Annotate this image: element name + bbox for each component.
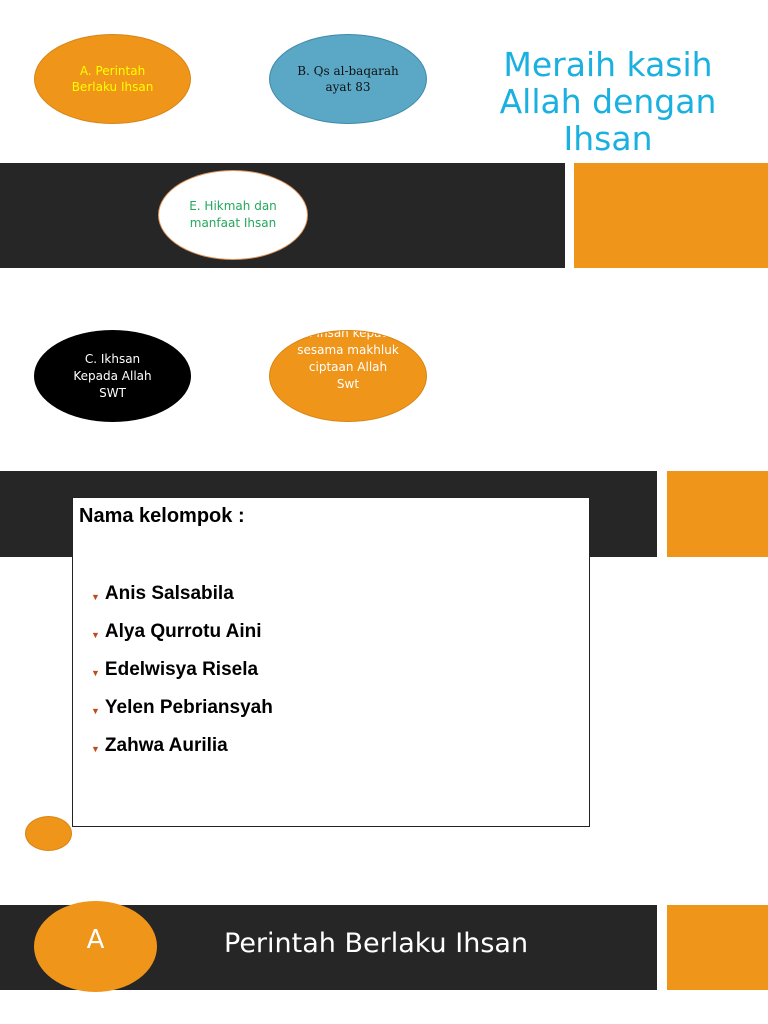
- oval-qs-al-baqarah[interactable]: B. Qs al-baqarah ayat 83: [269, 34, 427, 124]
- section-title: Perintah Berlaku Ihsan: [224, 928, 529, 959]
- small-orange-circle: [25, 816, 72, 851]
- bullet-icon: ▼: [91, 630, 100, 640]
- list-item: ▼ Anis Salsabila: [91, 583, 234, 605]
- bullet-icon: ▼: [91, 668, 100, 678]
- list-item: ▼ Edelwisya Risela: [91, 659, 258, 681]
- member-name: Alya Qurrotu Aini: [104, 621, 262, 642]
- oval-e-label: E. Hikmah dan manfaat Ihsan: [189, 199, 277, 230]
- bullet-icon: ▼: [91, 706, 100, 716]
- member-name: Anis Salsabila: [104, 583, 234, 604]
- slide3-orange-square: [667, 905, 768, 990]
- slide-title: Meraih kasih Allah dengan Ihsan: [499, 45, 717, 158]
- oval-ikhsan-kepada-allah[interactable]: C. Ikhsan Kepada Allah SWT: [34, 330, 191, 422]
- list-item: ▼ Alya Qurrotu Aini: [91, 621, 262, 643]
- list-item: ▼ Zahwa Aurilia: [91, 735, 228, 757]
- group-members-box: Nama kelompok : ▼ Anis Salsabila ▼ Alya …: [72, 497, 590, 827]
- bullet-icon: ▼: [91, 744, 100, 754]
- section-letter-circle: A: [34, 901, 157, 992]
- oval-hikmah-manfaat-ihsan[interactable]: E. Hikmah dan manfaat Ihsan: [158, 170, 308, 260]
- member-name: Edelwisya Risela: [104, 659, 259, 680]
- member-name: Zahwa Aurilia: [104, 735, 228, 756]
- slide1-orange-square: [574, 163, 768, 268]
- oval-c-label: C. Ikhsan Kepada Allah SWT: [73, 351, 152, 400]
- member-name: Yelen Pebriansyah: [104, 697, 273, 718]
- oval-a-label: A. Perintah Berlaku Ihsan: [71, 64, 154, 94]
- section-letter: A: [86, 925, 105, 955]
- oval-perintah-berlaku-ihsan[interactable]: A. Perintah Berlaku Ihsan: [34, 34, 191, 124]
- oval-d-label: D. Ihsan kepada sesama makhluk ciptaan A…: [297, 330, 399, 391]
- bullet-icon: ▼: [91, 592, 100, 602]
- slide2-orange-square: [667, 471, 768, 557]
- oval-b-label: B. Qs al-baqarah ayat 83: [297, 64, 399, 94]
- list-item: ▼ Yelen Pebriansyah: [91, 697, 273, 719]
- oval-ihsan-sesama-makhluk[interactable]: D. Ihsan kepada sesama makhluk ciptaan A…: [269, 330, 427, 422]
- group-heading: Nama kelompok :: [79, 505, 245, 527]
